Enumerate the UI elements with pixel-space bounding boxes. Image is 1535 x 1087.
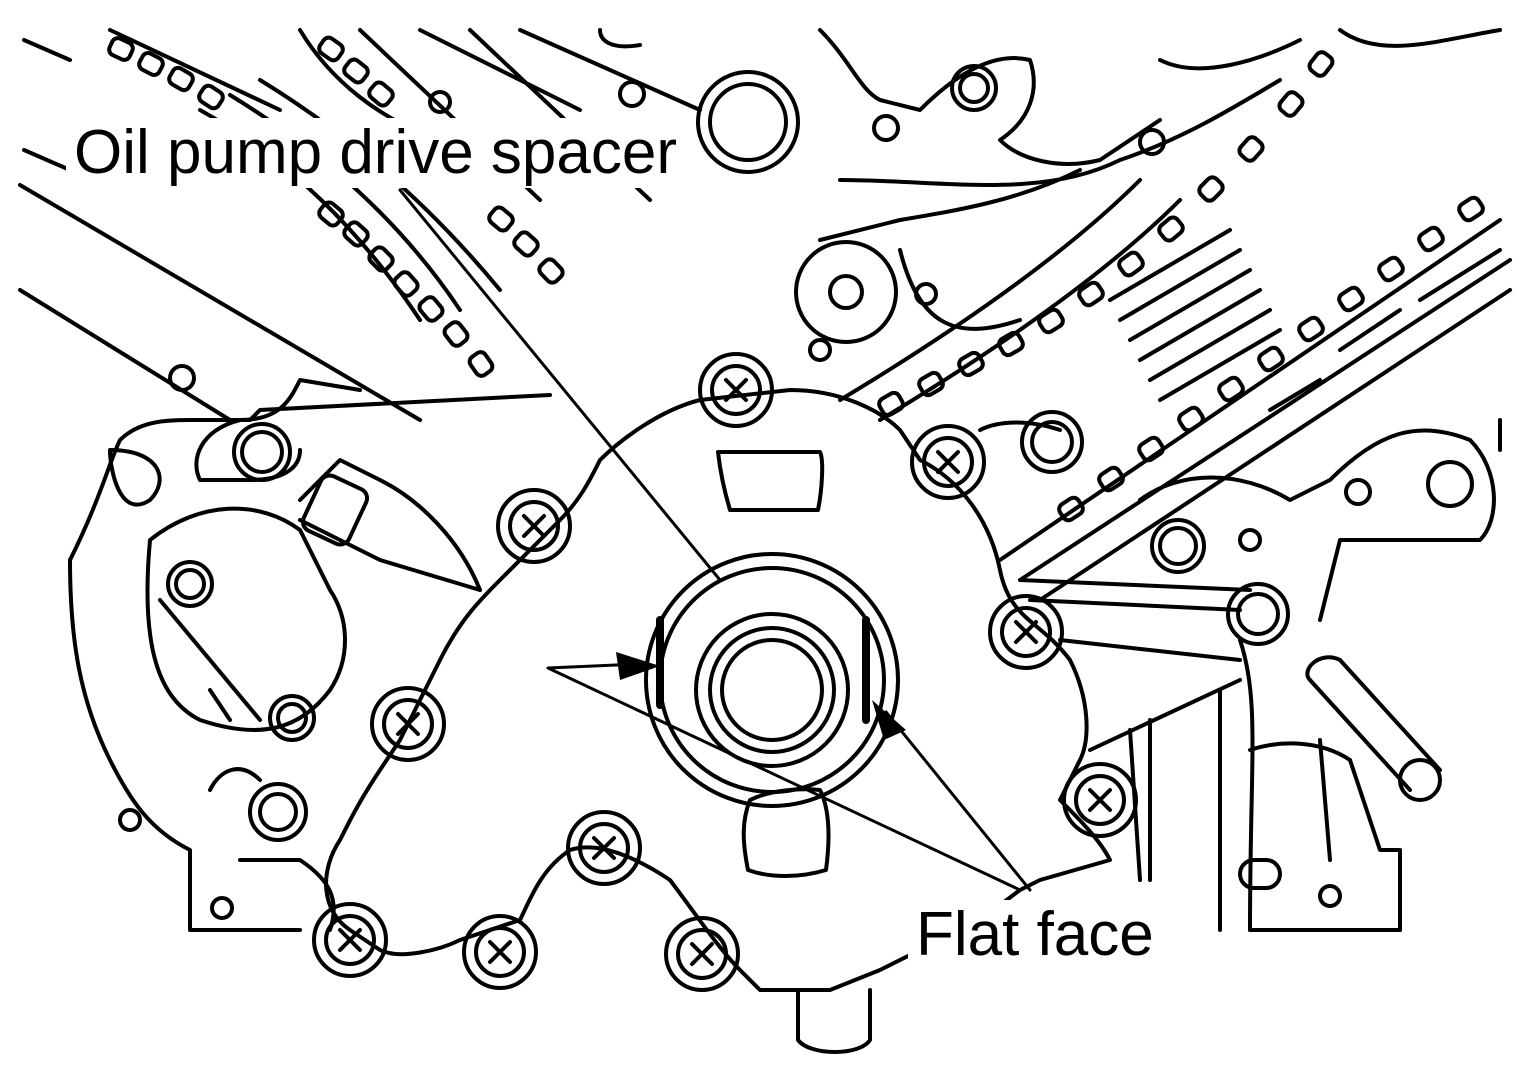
bolt-bottom-mid bbox=[462, 914, 538, 990]
bolt-bottom-left bbox=[312, 902, 388, 978]
bolt-upper-left bbox=[496, 488, 572, 564]
oil-pump-drive-spacer bbox=[644, 552, 900, 808]
spacer-leader-line bbox=[398, 188, 722, 582]
bolt-bottom-right bbox=[664, 916, 740, 992]
leader-lines bbox=[398, 188, 1032, 892]
flat-face-label: Flat face bbox=[908, 900, 1162, 970]
right-timing-chain bbox=[838, 50, 1512, 602]
arrow-left-flat-face bbox=[616, 652, 660, 680]
left-tensioner-housing bbox=[68, 364, 552, 932]
left-timing-chain bbox=[107, 35, 565, 378]
bolt-lower-right bbox=[1062, 762, 1138, 838]
flat-face-leader-right bbox=[884, 710, 1032, 892]
bolt-lower-center bbox=[566, 810, 642, 886]
arrowheads bbox=[616, 652, 906, 740]
bolt-top bbox=[698, 352, 774, 428]
bolt-upper-right bbox=[910, 424, 986, 500]
arrow-right-flat-face bbox=[872, 700, 906, 740]
oil-pump-drive-spacer-label: Oil pump drive spacer bbox=[66, 118, 686, 188]
flat-face-leader-left bbox=[546, 662, 1022, 892]
bolt-right bbox=[988, 594, 1064, 670]
pump-bolts bbox=[312, 352, 1138, 992]
bolt-left bbox=[370, 686, 446, 762]
